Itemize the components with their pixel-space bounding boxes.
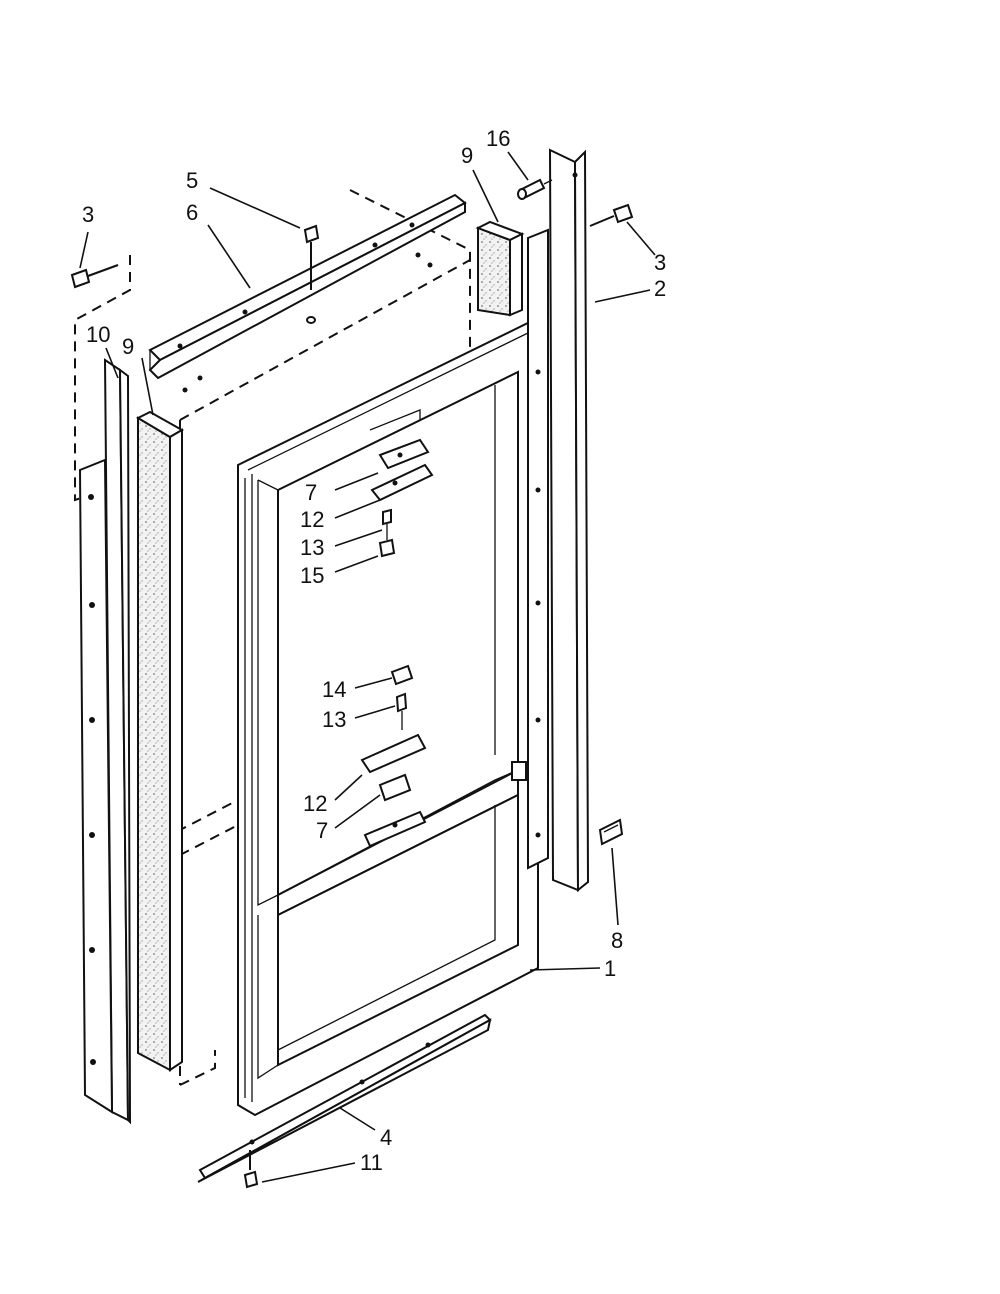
callout-1: 1 (604, 956, 616, 981)
top-rail (148, 193, 467, 393)
callout-14: 14 (322, 677, 346, 702)
callout-7-lower: 7 (316, 818, 328, 843)
callout-labels: 16 9 5 6 3 3 2 10 9 7 12 13 15 14 13 12 … (82, 126, 666, 1175)
callout-12-lower: 12 (303, 791, 327, 816)
right-side-rail (548, 148, 590, 893)
callout-2: 2 (654, 276, 666, 301)
screw-5 (303, 224, 320, 324)
right-foam-strip (475, 220, 525, 317)
callout-4: 4 (380, 1125, 392, 1150)
screw-3-right (589, 203, 634, 227)
right-inner-rail (527, 228, 549, 870)
callout-10: 10 (86, 322, 110, 347)
callout-11: 11 (360, 1150, 383, 1175)
callout-6: 6 (186, 200, 198, 225)
callout-13-lower: 13 (322, 707, 346, 732)
callout-12-upper: 12 (300, 507, 324, 532)
callout-9-left: 9 (122, 334, 134, 359)
left-foam-strip (135, 410, 185, 1072)
callout-9-right: 9 (461, 143, 473, 168)
callout-15: 15 (300, 563, 324, 588)
screw-3-left (70, 264, 119, 289)
callout-5: 5 (186, 168, 198, 193)
callout-16: 16 (486, 126, 510, 151)
door-frame (237, 316, 539, 1117)
screw-11 (243, 1150, 259, 1189)
pin-16 (517, 178, 553, 200)
callout-13-upper: 13 (300, 535, 324, 560)
callout-3-right: 3 (654, 250, 666, 275)
bottom-rail (197, 1013, 492, 1183)
leader-lines (79, 151, 656, 1183)
callout-3-left: 3 (82, 202, 94, 227)
left-side-rail (78, 358, 132, 1125)
lower-hinge-assembly (360, 664, 427, 848)
callout-7-upper: 7 (305, 480, 317, 505)
callout-8: 8 (611, 928, 623, 953)
bracket-8 (598, 818, 624, 846)
upper-hinge-assembly (370, 438, 434, 558)
